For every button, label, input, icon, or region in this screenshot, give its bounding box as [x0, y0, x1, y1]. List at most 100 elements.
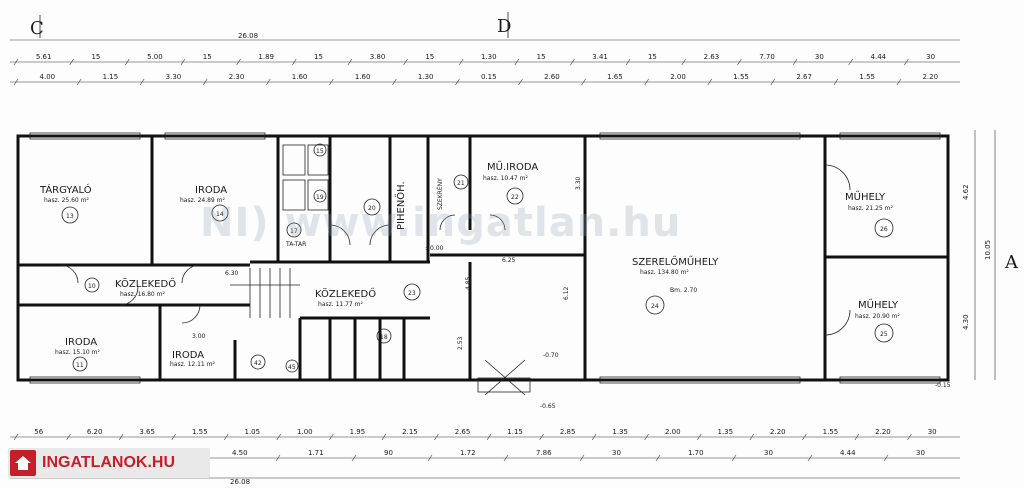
- room-name: MŰHELY: [858, 297, 899, 311]
- dimension-tick: [427, 454, 433, 462]
- dimension-tick: [570, 58, 575, 66]
- dimension-tick: [896, 78, 902, 86]
- dimension-label: 1.89: [258, 53, 274, 61]
- dimension-tick: [392, 78, 397, 86]
- dimension-tick: [381, 433, 387, 441]
- section-mark-d: D: [497, 12, 511, 38]
- misc-dim: -0.15: [935, 382, 951, 389]
- dimension-tick: [171, 433, 176, 441]
- room-iroda-12: IRODA hasz. 12.11 m² 42: [170, 350, 266, 370]
- room-number-18: 19: [316, 194, 324, 201]
- dimension-tick: [118, 433, 124, 441]
- right-dimension-upper: 4.62: [962, 184, 970, 200]
- dimension-label: 15: [91, 53, 100, 61]
- room-name: MŰ.IRODA: [487, 159, 538, 173]
- misc-dim: 6.30: [225, 270, 239, 277]
- dimension-label: 2.67: [796, 73, 812, 81]
- dimension-label: 1.05: [245, 428, 261, 436]
- dimension-tick: [13, 58, 19, 66]
- dimension-label: 1.95: [350, 428, 366, 436]
- total-dimension-top: 26.08: [238, 32, 258, 40]
- room-name: TÁRGYALÓ: [39, 183, 92, 196]
- dimension-tick: [455, 78, 460, 86]
- dimension-label: 0.15: [481, 73, 497, 81]
- dimension-label: 7.86: [536, 449, 552, 457]
- dimension-tick: [907, 433, 912, 441]
- room-area: hasz. 20.90 m²: [855, 313, 900, 320]
- dimension-label: 1.72: [460, 449, 476, 457]
- dimension-label: 2.20: [770, 428, 786, 436]
- dimension-label: 1.60: [292, 73, 308, 81]
- room-number-15: 15: [316, 148, 324, 155]
- room-name: IRODA: [65, 337, 97, 348]
- dimension-label: 1.35: [612, 428, 628, 436]
- dimension-label: 1.60: [355, 73, 371, 81]
- room-area: hasz. 134.80 m²: [640, 269, 689, 276]
- misc-dim: 2.53: [457, 336, 464, 350]
- dimension-label: 30: [612, 449, 621, 457]
- total-dimension-bottom: 26.08: [230, 478, 250, 486]
- dimension-tick: [904, 58, 909, 66]
- dimension-label: 6.20: [87, 428, 103, 436]
- room-number: 42: [254, 360, 262, 367]
- dimension-tick: [737, 58, 742, 66]
- room-muiroda: MŰ.IRODA hasz. 10.47 m² 22: [483, 159, 538, 205]
- dimension-label: 3.41: [592, 53, 608, 61]
- room-number: 24: [651, 303, 659, 310]
- dimension-label: 1.71: [308, 449, 324, 457]
- dimension-label: 2.63: [704, 53, 720, 61]
- dimension-label: 15: [314, 53, 323, 61]
- dimension-tick: [581, 78, 586, 86]
- dimension-label: 2.60: [544, 73, 560, 81]
- dimension-label: 30: [764, 449, 773, 457]
- room-name: SZEKRÉNY: [436, 178, 444, 210]
- dimension-label: 2.65: [455, 428, 471, 436]
- dimension-label: 3.65: [139, 428, 155, 436]
- dimension-tick: [202, 78, 208, 86]
- dimension-label: 1.55: [733, 73, 749, 81]
- dimension-tick: [69, 58, 74, 66]
- dimension-tick: [139, 78, 145, 86]
- house-icon: [10, 450, 36, 476]
- dimension-tick: [180, 58, 186, 66]
- dimension-tick: [644, 433, 649, 441]
- dimension-tick: [291, 58, 297, 66]
- dimension-label: 2.00: [665, 428, 681, 436]
- dimension-label: 30: [916, 449, 925, 457]
- right-dimension-lower: 4.30: [962, 314, 970, 330]
- room-number: 11: [76, 362, 84, 369]
- dimension-label: 1.55: [859, 73, 875, 81]
- dimension-label: 15: [648, 53, 657, 61]
- section-mark-left: C: [30, 18, 44, 39]
- room-number: 14: [216, 211, 224, 218]
- dimension-label: 1.65: [607, 73, 623, 81]
- dimension-label: 1.00: [297, 428, 313, 436]
- dimension-label: 1.30: [481, 53, 497, 61]
- room-number: 22: [511, 194, 519, 201]
- dimension-tick: [625, 58, 631, 66]
- dimension-tick: [644, 78, 649, 86]
- room-number: 21: [457, 180, 465, 187]
- room-number: 25: [880, 331, 888, 338]
- room-name: IRODA: [195, 185, 227, 196]
- dimension-tick: [276, 433, 282, 441]
- room-muhely-25: MŰHELY hasz. 20.90 m² 25: [855, 297, 900, 343]
- room-number: 13: [66, 213, 74, 220]
- dimension-label: 15: [425, 53, 434, 61]
- dimension-tick: [125, 58, 130, 66]
- room-name: KÖZLEKEDŐ: [315, 286, 376, 300]
- room-name: PIHENŐH.: [393, 181, 407, 230]
- dimension-label: 1.70: [688, 449, 704, 457]
- room-number: 17: [290, 228, 298, 235]
- dimension-tick: [807, 454, 813, 462]
- section-mark-right: A: [1004, 252, 1019, 273]
- misc-dim: 3.30: [575, 176, 582, 190]
- room-area: hasz. 21.25 m²: [848, 205, 893, 212]
- misc-dim: ±0.00: [425, 245, 444, 252]
- dimension-tick: [707, 78, 712, 86]
- site-logo[interactable]: INGATLANOK.HU: [8, 448, 210, 478]
- room-area: hasz. 15.10 m²: [55, 349, 100, 356]
